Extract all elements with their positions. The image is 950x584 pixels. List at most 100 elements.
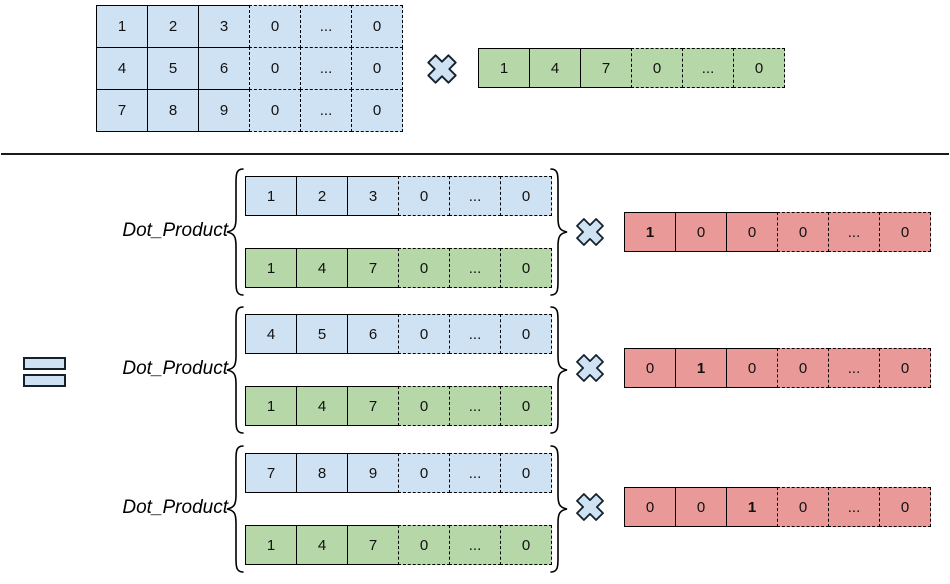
- cell: 4: [529, 48, 581, 88]
- cell: 0: [777, 348, 829, 388]
- cell: ...: [449, 314, 501, 354]
- cell: 8: [147, 89, 199, 132]
- cell: ...: [449, 248, 501, 288]
- cell: 1: [478, 48, 530, 88]
- cell: 0: [777, 487, 829, 527]
- cell: 0: [879, 348, 931, 388]
- cell: ...: [300, 5, 352, 48]
- cell: 4: [296, 525, 348, 565]
- cell: ...: [300, 47, 352, 90]
- cell: 7: [347, 386, 399, 426]
- cell: ...: [449, 525, 501, 565]
- cell: ...: [682, 48, 734, 88]
- cell: 1: [245, 386, 297, 426]
- cell: 0: [249, 89, 301, 132]
- cell: 3: [347, 176, 399, 216]
- cell: 4: [245, 314, 297, 354]
- cell: ...: [300, 89, 352, 132]
- cell: 5: [147, 47, 199, 90]
- cell: 0: [351, 47, 403, 90]
- cell: 0: [500, 314, 552, 354]
- multiply-icon: [576, 493, 604, 521]
- cell: 1: [245, 248, 297, 288]
- dot-product-label: Dot_Product: [122, 497, 228, 518]
- cell: ...: [449, 453, 501, 493]
- cell: 0: [500, 176, 552, 216]
- cell: 0: [398, 453, 450, 493]
- cell: 0: [249, 5, 301, 48]
- cell: 8: [296, 453, 348, 493]
- cell: 9: [347, 453, 399, 493]
- cell: 0: [777, 212, 829, 252]
- right-brace-icon: [550, 306, 568, 434]
- right-brace-icon: [550, 445, 568, 573]
- cell: 0: [398, 248, 450, 288]
- cell: 2: [147, 5, 199, 48]
- cell: 4: [96, 47, 148, 90]
- cell: 0: [500, 525, 552, 565]
- cell: 0: [249, 47, 301, 90]
- cell: 5: [296, 314, 348, 354]
- left-brace-icon: [226, 445, 244, 573]
- cell: 1: [245, 525, 297, 565]
- dot-product-label: Dot_Product: [122, 358, 228, 379]
- cell: ...: [449, 176, 501, 216]
- cell: 1: [96, 5, 148, 48]
- cell: 0: [879, 487, 931, 527]
- cell: 1: [675, 348, 727, 388]
- cell: 0: [675, 212, 727, 252]
- cell: 1: [726, 487, 778, 527]
- cell: 0: [624, 487, 676, 527]
- cell: 0: [500, 248, 552, 288]
- cell: 7: [347, 248, 399, 288]
- cell: 0: [624, 348, 676, 388]
- equals-bar: [23, 374, 66, 387]
- cell: 0: [500, 386, 552, 426]
- equals-bar: [23, 357, 66, 370]
- cell: 9: [198, 89, 250, 132]
- cell: 0: [351, 89, 403, 132]
- section-divider: [1, 153, 949, 155]
- cell: 1: [624, 212, 676, 252]
- cell: 0: [733, 48, 785, 88]
- cell: 7: [245, 453, 297, 493]
- cell: 0: [631, 48, 683, 88]
- equals-icon: [23, 357, 66, 387]
- left-brace-icon: [226, 306, 244, 434]
- cell: 7: [580, 48, 632, 88]
- cell: 4: [296, 248, 348, 288]
- cell: 0: [726, 348, 778, 388]
- cell: 2: [296, 176, 348, 216]
- cell: ...: [449, 386, 501, 426]
- cell: 0: [398, 314, 450, 354]
- cell: ...: [828, 348, 880, 388]
- cell: ...: [828, 487, 880, 527]
- cell: 0: [398, 386, 450, 426]
- cell: 7: [96, 89, 148, 132]
- dot-product-label: Dot_Product: [122, 220, 228, 241]
- cell: 7: [347, 525, 399, 565]
- cell: 3: [198, 5, 250, 48]
- cell: 0: [500, 453, 552, 493]
- multiply-icon: [427, 54, 457, 84]
- right-brace-icon: [550, 168, 568, 296]
- cell: 0: [398, 176, 450, 216]
- cell: 0: [675, 487, 727, 527]
- cell: 0: [879, 212, 931, 252]
- multiply-icon: [576, 218, 604, 246]
- cell: 4: [296, 386, 348, 426]
